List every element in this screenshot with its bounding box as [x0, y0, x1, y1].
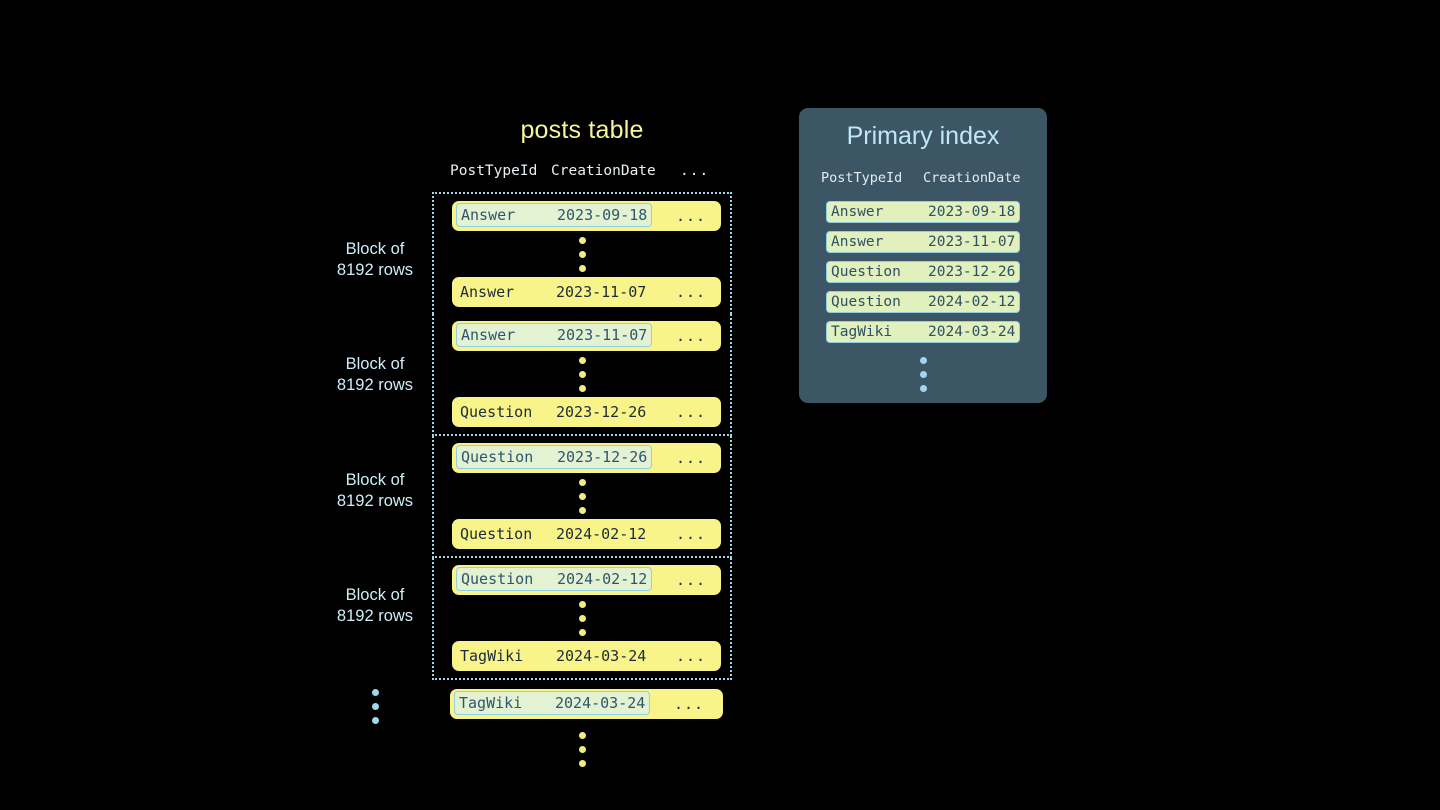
- data-block: Question 2023-12-26 ... Question 2024-02…: [432, 436, 732, 558]
- table-row[interactable]: Answer 2023-11-07 ...: [434, 321, 730, 351]
- column-header-more: ...: [680, 163, 710, 179]
- primary-index-rows: Answer 2023-09-18 Answer 2023-11-07 Ques…: [799, 201, 1047, 397]
- cell-posttypeid: Question: [831, 294, 901, 310]
- data-block: Question 2024-02-12 ... TagWiki 2024-03-…: [432, 558, 732, 680]
- cell-creationdate: 2023-12-26: [928, 264, 1016, 280]
- block-label: Block of 8192 rows: [336, 355, 414, 394]
- cell-creationdate: 2023-09-18: [928, 204, 1016, 220]
- cell-creationdate: 2024-03-24: [556, 647, 647, 665]
- cell-posttypeid: Answer: [460, 283, 515, 301]
- cell-posttypeid: TagWiki: [831, 324, 893, 340]
- table-row[interactable]: Question 2024-02-12 ...: [434, 519, 730, 549]
- cell-more: ...: [676, 403, 707, 421]
- row-ellipsis-dots: [434, 231, 730, 277]
- table-row[interactable]: Question 2023-12-26 ...: [434, 443, 730, 473]
- index-entry-row[interactable]: TagWiki 2024-03-24: [826, 321, 1020, 343]
- posts-table-column-headers: PostTypeId CreationDate ...: [432, 163, 732, 183]
- table-row[interactable]: Answer 2023-09-18 ...: [434, 201, 730, 231]
- column-header-creationdate: CreationDate: [923, 170, 1021, 186]
- cell-more: ...: [676, 283, 707, 301]
- column-header-creationdate: CreationDate: [551, 163, 656, 179]
- cell-posttypeid: Question: [460, 525, 533, 543]
- index-continues-dots: [826, 351, 1020, 397]
- cell-creationdate: 2023-11-07: [556, 283, 647, 301]
- table-row[interactable]: Answer 2023-11-07 ...: [434, 277, 730, 307]
- cell-posttypeid: Question: [461, 570, 534, 588]
- table-row[interactable]: TagWiki 2024-03-24 ...: [434, 641, 730, 671]
- row-ellipsis-dots: [434, 595, 730, 641]
- cell-posttypeid: TagWiki: [459, 694, 523, 712]
- primary-index-panel: Primary index PostTypeId CreationDate An…: [799, 108, 1047, 403]
- cell-posttypeid: Answer: [831, 204, 884, 220]
- table-row[interactable]: Question 2023-12-26 ...: [434, 397, 730, 427]
- posts-table: posts table PostTypeId CreationDate ... …: [432, 118, 732, 779]
- block-label: Block of 8192 rows: [336, 240, 414, 279]
- index-entry-row[interactable]: Question 2024-02-12: [826, 291, 1020, 313]
- block-label: Block of 8192 rows: [336, 471, 414, 510]
- table-row[interactable]: Question 2024-02-12 ...: [434, 565, 730, 595]
- index-entry-row[interactable]: Answer 2023-11-07: [826, 231, 1020, 253]
- posts-table-title: posts table: [520, 116, 644, 144]
- column-header-posttypeid: PostTypeId: [821, 170, 903, 186]
- cell-posttypeid: Question: [831, 264, 901, 280]
- cell-posttypeid: Question: [460, 403, 533, 421]
- index-entry-row[interactable]: Answer 2023-09-18: [826, 201, 1020, 223]
- block-label: Block of 8192 rows: [336, 586, 414, 625]
- data-block: Answer 2023-11-07 ... Question 2023-12-2…: [432, 314, 732, 436]
- row-ellipsis-dots: [434, 473, 730, 519]
- cell-more: ...: [676, 327, 707, 345]
- table-continues-dots: [432, 719, 732, 779]
- cell-creationdate: 2023-09-18: [557, 206, 648, 224]
- cell-posttypeid: TagWiki: [460, 647, 524, 665]
- cell-more: ...: [676, 571, 707, 589]
- data-block: Answer 2023-09-18 ... Answer 2023-11-07 …: [432, 192, 732, 314]
- cell-posttypeid: Answer: [461, 206, 516, 224]
- row-ellipsis-dots: [434, 351, 730, 397]
- cell-creationdate: 2023-12-26: [556, 403, 647, 421]
- cell-creationdate: 2023-11-07: [928, 234, 1016, 250]
- cell-more: ...: [676, 449, 707, 467]
- cell-creationdate: 2023-11-07: [557, 326, 648, 344]
- cell-creationdate: 2024-02-12: [557, 570, 648, 588]
- primary-index-column-headers: PostTypeId CreationDate: [799, 170, 1047, 190]
- cell-posttypeid: Answer: [461, 326, 516, 344]
- cell-posttypeid: Question: [461, 448, 534, 466]
- cell-creationdate: 2024-02-12: [928, 294, 1016, 310]
- cell-posttypeid: Answer: [831, 234, 884, 250]
- index-entry-row[interactable]: Question 2023-12-26: [826, 261, 1020, 283]
- cell-more: ...: [676, 207, 707, 225]
- table-row[interactable]: TagWiki 2024-03-24 ...: [432, 680, 732, 719]
- cell-creationdate: 2024-02-12: [556, 525, 647, 543]
- cell-more: ...: [676, 525, 707, 543]
- cell-creationdate: 2024-03-24: [928, 324, 1016, 340]
- column-header-posttypeid: PostTypeId: [450, 163, 538, 179]
- cell-creationdate: 2023-12-26: [557, 448, 648, 466]
- primary-index-title: Primary index: [846, 122, 1000, 150]
- cell-creationdate: 2024-03-24: [555, 694, 646, 712]
- cell-more: ...: [674, 695, 705, 713]
- cell-more: ...: [676, 647, 707, 665]
- blocks-continue-dots: [360, 683, 390, 729]
